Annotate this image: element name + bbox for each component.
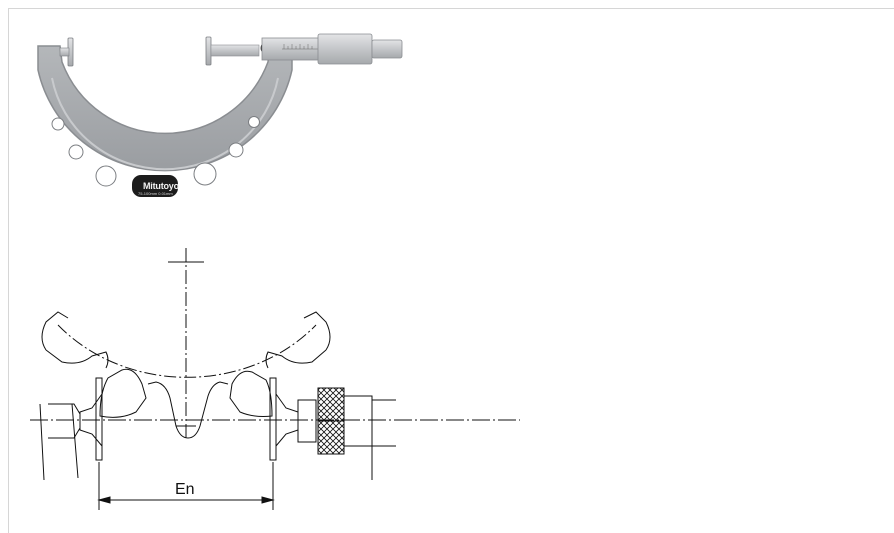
disc-micrometer-photo (37, 33, 403, 197)
ratchet (371, 39, 403, 59)
name-plate (132, 175, 178, 197)
micrometer-frame (37, 45, 293, 172)
frame-hole (193, 162, 217, 186)
frame-hole (51, 117, 65, 131)
frame-hole (68, 144, 84, 160)
spindle-body (297, 399, 317, 443)
frame-hole (228, 142, 244, 158)
pitch-circle (57, 324, 317, 378)
spec-label: 75-100mm 0.01mm (138, 191, 173, 196)
gear-tooth (147, 381, 229, 439)
gear-tooth (265, 311, 331, 369)
content-frame (8, 8, 894, 533)
gear-tooth (229, 370, 273, 417)
gear-tooth (99, 368, 147, 418)
frame-hole (248, 116, 260, 128)
gear-tooth (41, 311, 109, 369)
brand-label: Mitutoyo (143, 181, 179, 191)
dimension-label-en: En (175, 481, 195, 498)
left-disc (95, 377, 103, 461)
right-disc (269, 377, 277, 461)
frame-hole (95, 165, 117, 187)
